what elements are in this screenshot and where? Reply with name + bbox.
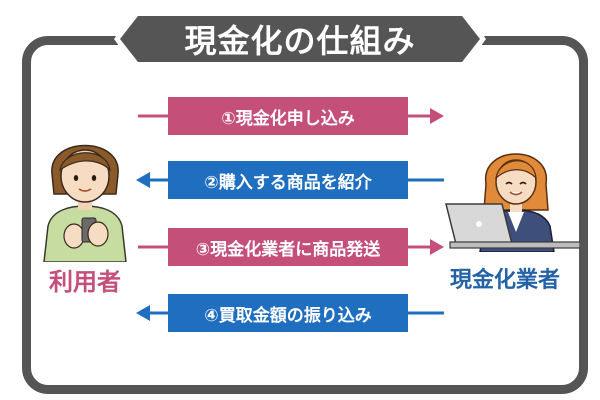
- user-label: 利用者: [49, 268, 121, 296]
- title-banner: 現金化の仕組み: [112, 10, 488, 68]
- step-2-label: ②購入する商品を紹介: [168, 161, 408, 199]
- title-banner-shape: [114, 12, 486, 66]
- flow-step-4: ④買取金額の振り込み: [0, 294, 600, 334]
- vendor-label: 現金化業者: [449, 268, 560, 293]
- user-person-icon: [43, 144, 127, 262]
- flow-step-2: ②購入する商品を紹介: [0, 161, 600, 201]
- diagram-title: 現金化の仕組み: [184, 22, 416, 60]
- step-4-label: ④買取金額の振り込み: [168, 294, 408, 332]
- step-3-label: ③現金化業者に商品発送: [168, 228, 408, 266]
- flow-step-3: ③現金化業者に商品発送: [0, 228, 600, 268]
- vendor-person-icon: [445, 153, 580, 252]
- step-1-label: ①現金化申し込み: [168, 97, 408, 135]
- flow-step-1: ①現金化申し込み: [0, 97, 600, 137]
